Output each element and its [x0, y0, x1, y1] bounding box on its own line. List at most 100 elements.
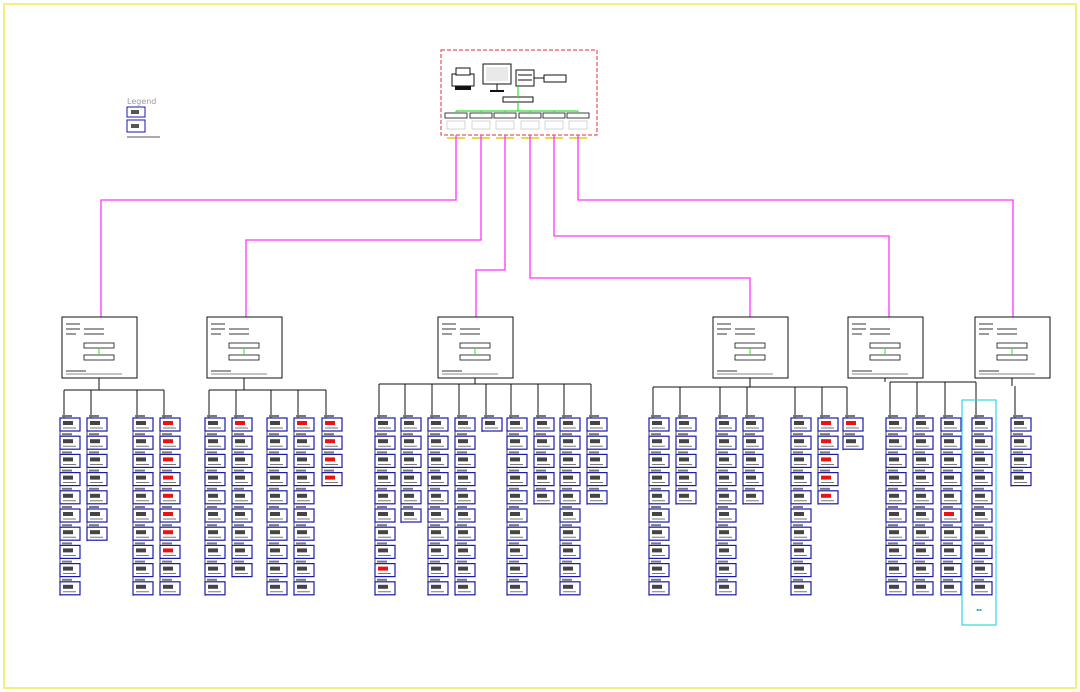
fiber-link: [100, 135, 457, 318]
meter-icon: [842, 415, 864, 432]
meter-icon: [971, 415, 993, 432]
meter-icon: [204, 415, 226, 432]
meter-icon: [648, 560, 670, 578]
meter-icon: [742, 451, 764, 468]
meter-icon: [648, 578, 670, 596]
meter-icon: [374, 415, 396, 432]
meter-icon: [321, 451, 343, 468]
meter-icon: [159, 524, 181, 541]
meter-icon: [132, 469, 154, 487]
meter-icon: [454, 578, 476, 596]
meter-icon: [159, 415, 181, 432]
meter-icon: [231, 524, 253, 541]
meter-icon: [742, 487, 764, 505]
meter-icon: [86, 415, 108, 432]
meter-icon: [159, 469, 181, 487]
meter-icon: [885, 451, 907, 468]
meter-icon: [374, 487, 396, 505]
meter-icon: [454, 542, 476, 560]
meter-icon: [266, 487, 288, 505]
meter-icon: [454, 415, 476, 432]
meter-icon: [885, 506, 907, 523]
meter-icon: [1010, 469, 1032, 487]
meter-icon: [790, 451, 812, 468]
meter-icon: [374, 469, 396, 487]
meter-icon: [481, 415, 503, 432]
meter-icon: [559, 524, 581, 541]
station-concentrator: [869, 354, 901, 361]
meter-icon: [940, 506, 962, 523]
transceiver-unit: [518, 112, 542, 119]
meter-icon: [971, 487, 993, 505]
station-concentrator: [734, 354, 766, 361]
meter-icon: [293, 415, 315, 432]
meter-icon: [132, 487, 154, 505]
meter-icon: [204, 433, 226, 450]
meter-icon: [266, 524, 288, 541]
meter-icon: [204, 487, 226, 505]
meter-icon: [293, 578, 315, 596]
meter-icon: [506, 578, 528, 596]
meter-icon: [648, 469, 670, 487]
meter-icon: [586, 415, 608, 432]
fiber-link: [245, 135, 482, 318]
meter-icon: [586, 469, 608, 487]
meter-icon: [132, 524, 154, 541]
meter-icon: [971, 524, 993, 541]
meter-icon: [59, 524, 81, 541]
meter-icon: [912, 542, 934, 560]
meter-icon: [427, 524, 449, 541]
meter-icon: [132, 578, 154, 596]
meter-icon: [971, 433, 993, 450]
meter-icon: [885, 487, 907, 505]
meter-icon: [59, 560, 81, 578]
meter-icon: [648, 506, 670, 523]
meter-icon: [59, 415, 81, 432]
meter-icon: [790, 433, 812, 450]
meter-icon: [790, 415, 812, 432]
meter-icon: [675, 433, 697, 450]
meter-icon: [912, 451, 934, 468]
meter-icon: [293, 451, 315, 468]
fiber-link: [577, 135, 1014, 318]
meter-icon: [293, 560, 315, 578]
fiber-link: [529, 135, 751, 318]
meter-icon: [912, 487, 934, 505]
meter-icon: [204, 506, 226, 523]
meter-icon: [559, 451, 581, 468]
meter-icon: [231, 506, 253, 523]
meter-icon: [559, 506, 581, 523]
meter-icon: [427, 415, 449, 432]
meter-icon: [454, 506, 476, 523]
meter-icon: [715, 451, 737, 468]
meter-icon: [321, 433, 343, 450]
meter-icon: [454, 560, 476, 578]
drawing-frame: [3, 3, 1077, 689]
meter-icon: [132, 542, 154, 560]
meter-icon: [715, 560, 737, 578]
meter-icon: [1010, 415, 1032, 432]
meter-icon: [715, 487, 737, 505]
meter-icon: [231, 487, 253, 505]
meter-icon: [400, 433, 422, 450]
legend-meter-icon: [126, 119, 146, 133]
meter-icon: [559, 578, 581, 596]
meter-icon: [817, 469, 839, 487]
meter-icon: [59, 469, 81, 487]
meter-icon: [204, 578, 226, 596]
meter-icon: [266, 560, 288, 578]
meter-icon: [742, 433, 764, 450]
meter-icon: [159, 560, 181, 578]
meter-icon: [715, 578, 737, 596]
meter-icon: [132, 506, 154, 523]
meter-icon: [506, 542, 528, 560]
meter-icon: [293, 487, 315, 505]
meter-icon: [675, 415, 697, 432]
transceiver-unit: [444, 112, 468, 119]
station-switch: [459, 342, 491, 349]
meter-icon: [648, 487, 670, 505]
meter-icon: [715, 415, 737, 432]
meter-icon: [971, 451, 993, 468]
meter-icon: [586, 451, 608, 468]
